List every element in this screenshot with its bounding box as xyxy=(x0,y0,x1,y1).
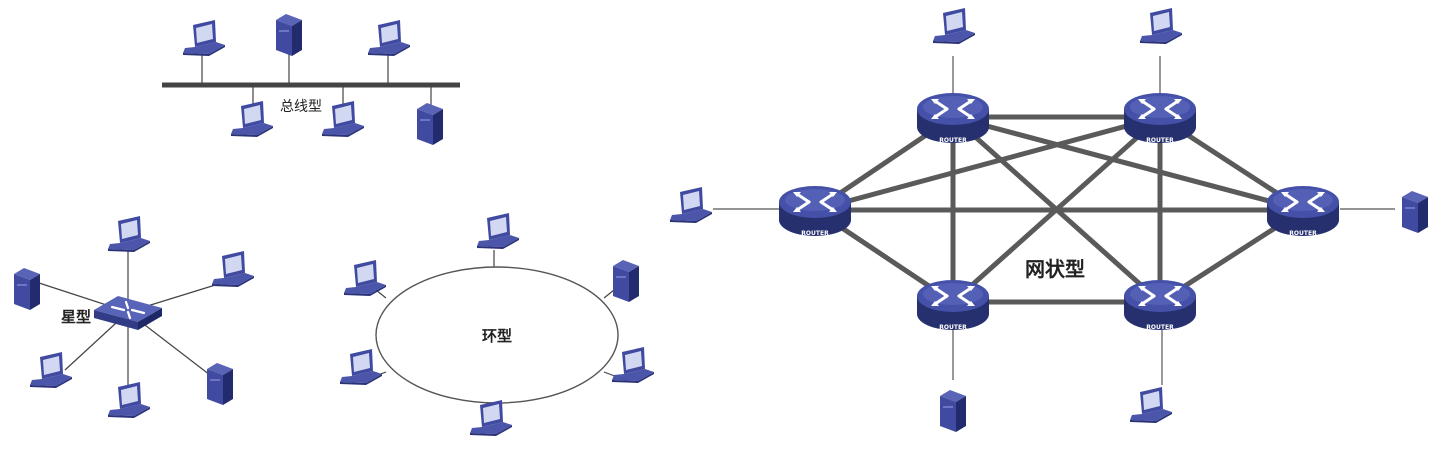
laptop-icon xyxy=(108,216,150,252)
svg-text:ROUTER: ROUTER xyxy=(939,324,967,331)
bus-topology: 总线型 xyxy=(162,14,460,145)
server-icon xyxy=(14,268,40,310)
laptop-icon xyxy=(612,347,654,383)
svg-text:ROUTER: ROUTER xyxy=(1289,230,1317,237)
laptop-icon xyxy=(322,101,364,137)
bus-label: 总线型 xyxy=(280,99,322,115)
ring-topology: 环型 xyxy=(340,213,654,436)
svg-text:ROUTER: ROUTER xyxy=(1146,137,1174,144)
svg-text:ROUTER: ROUTER xyxy=(801,230,829,237)
svg-text:ROUTER: ROUTER xyxy=(1146,324,1174,331)
router-icon: ROUTER xyxy=(915,278,991,332)
router-icon: ROUTER xyxy=(915,91,991,145)
laptop-icon xyxy=(1140,8,1182,44)
ring-label: 环型 xyxy=(482,327,512,345)
star-label: 星型 xyxy=(61,308,91,326)
star-topology: 星型 xyxy=(14,216,254,418)
laptop-icon xyxy=(368,20,410,56)
laptop-icon xyxy=(477,213,519,249)
laptop-icon xyxy=(212,251,254,287)
laptop-icon xyxy=(1130,387,1172,423)
laptop-icon xyxy=(933,8,975,44)
mesh-label: 网状型 xyxy=(1025,257,1085,281)
server-icon xyxy=(417,103,443,145)
laptop-icon xyxy=(340,349,382,385)
server-icon xyxy=(613,260,639,302)
router-icon: ROUTER xyxy=(1265,184,1341,238)
router-icon: ROUTER xyxy=(777,184,853,238)
svg-text:ROUTER: ROUTER xyxy=(939,137,967,144)
laptop-icon xyxy=(231,101,273,137)
router-icon: ROUTER xyxy=(1122,91,1198,145)
server-icon xyxy=(207,363,233,405)
laptop-icon xyxy=(183,20,225,56)
mesh-topology: ROUTER ROUTER ROUTER ROUTER ROUTER ROUTE… xyxy=(670,8,1428,432)
server-icon xyxy=(276,14,302,56)
router-icon: ROUTER xyxy=(1122,278,1198,332)
server-icon xyxy=(1402,191,1428,233)
server-icon xyxy=(940,390,966,432)
switch-icon xyxy=(92,294,164,332)
laptop-icon xyxy=(108,382,150,418)
laptop-icon xyxy=(670,187,712,223)
laptop-icon xyxy=(470,400,512,436)
laptop-icon xyxy=(344,260,386,296)
